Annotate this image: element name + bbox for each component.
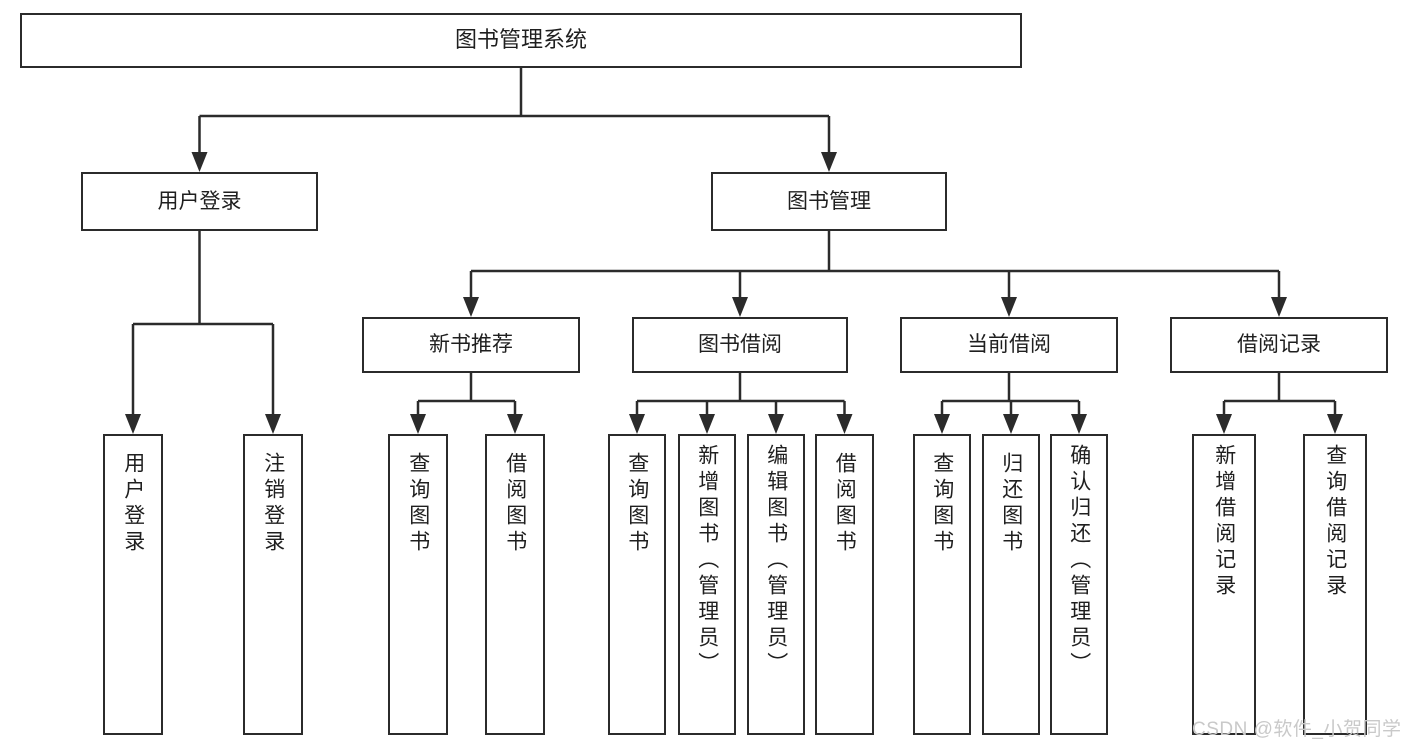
node-l-q2[interactable]: 查询图书 — [608, 434, 666, 735]
node-current[interactable]: 当前借阅 — [900, 317, 1118, 373]
node-label: 借阅图书 — [503, 452, 527, 556]
node-l-b1[interactable]: 借阅图书 — [485, 434, 545, 735]
arrowhead-icon — [1003, 414, 1019, 434]
arrowhead-icon — [1071, 414, 1087, 434]
node-root[interactable]: 图书管理系统 — [20, 13, 1022, 68]
node-newbook[interactable]: 新书推荐 — [362, 317, 580, 373]
arrowhead-icon — [463, 297, 479, 317]
arrowhead-icon — [410, 414, 426, 434]
arrowhead-icon — [191, 152, 208, 172]
node-label: 查询图书 — [930, 452, 954, 556]
node-l-q1[interactable]: 查询图书 — [388, 434, 448, 735]
node-label: 注销登录 — [261, 452, 285, 556]
node-l-add[interactable]: 新增图书（管理员） — [678, 434, 736, 735]
arrowhead-icon — [125, 414, 141, 434]
node-login[interactable]: 用户登录 — [81, 172, 318, 231]
node-label: 查询图书 — [625, 452, 649, 556]
node-label: 归还图书 — [999, 452, 1023, 556]
node-bookmgmt[interactable]: 图书管理 — [711, 172, 947, 231]
arrowhead-icon — [1216, 414, 1232, 434]
node-label: 用户登录 — [121, 452, 145, 556]
arrowhead-icon — [768, 414, 784, 434]
node-label: 当前借阅 — [967, 333, 1051, 357]
node-l-q3[interactable]: 查询图书 — [913, 434, 971, 735]
arrowhead-icon — [265, 414, 281, 434]
node-label: 图书管理系统 — [454, 27, 587, 53]
node-l-login[interactable]: 用户登录 — [103, 434, 163, 735]
node-l-logout[interactable]: 注销登录 — [243, 434, 303, 735]
arrowhead-icon — [699, 414, 715, 434]
arrowhead-icon — [1001, 297, 1017, 317]
arrowhead-icon — [821, 152, 837, 172]
node-label: 借阅记录 — [1237, 333, 1321, 357]
arrowhead-icon — [507, 414, 523, 434]
arrowhead-icon — [934, 414, 950, 434]
node-l-qryrec[interactable]: 查询借阅记录 — [1303, 434, 1367, 735]
node-label: 查询图书 — [406, 452, 430, 556]
node-l-ret[interactable]: 归还图书 — [982, 434, 1040, 735]
node-label: 借阅图书 — [833, 452, 857, 556]
watermark: CSDN @软件_小贺同学 — [1192, 719, 1402, 740]
node-l-edit[interactable]: 编辑图书（管理员） — [747, 434, 805, 735]
node-label: 新增借阅记录 — [1212, 444, 1236, 600]
node-l-addrec[interactable]: 新增借阅记录 — [1192, 434, 1256, 735]
node-label: 查询借阅记录 — [1323, 444, 1347, 600]
node-records[interactable]: 借阅记录 — [1170, 317, 1388, 373]
node-label: 新书推荐 — [429, 333, 513, 357]
node-borrow[interactable]: 图书借阅 — [632, 317, 848, 373]
node-l-conf[interactable]: 确认归还（管理员） — [1050, 434, 1108, 735]
arrowhead-icon — [732, 297, 748, 317]
node-label: 图书借阅 — [698, 333, 782, 357]
arrowhead-icon — [1327, 414, 1343, 434]
node-label: 图书管理 — [787, 189, 871, 213]
arrowhead-icon — [1271, 297, 1287, 317]
node-l-b2[interactable]: 借阅图书 — [815, 434, 874, 735]
node-label: 用户登录 — [157, 189, 242, 213]
node-label: 编辑图书（管理员） — [764, 444, 788, 678]
arrowhead-icon — [836, 414, 853, 434]
arrowhead-icon — [629, 414, 645, 434]
node-label: 新增图书（管理员） — [695, 444, 719, 678]
node-label: 确认归还（管理员） — [1067, 444, 1091, 678]
